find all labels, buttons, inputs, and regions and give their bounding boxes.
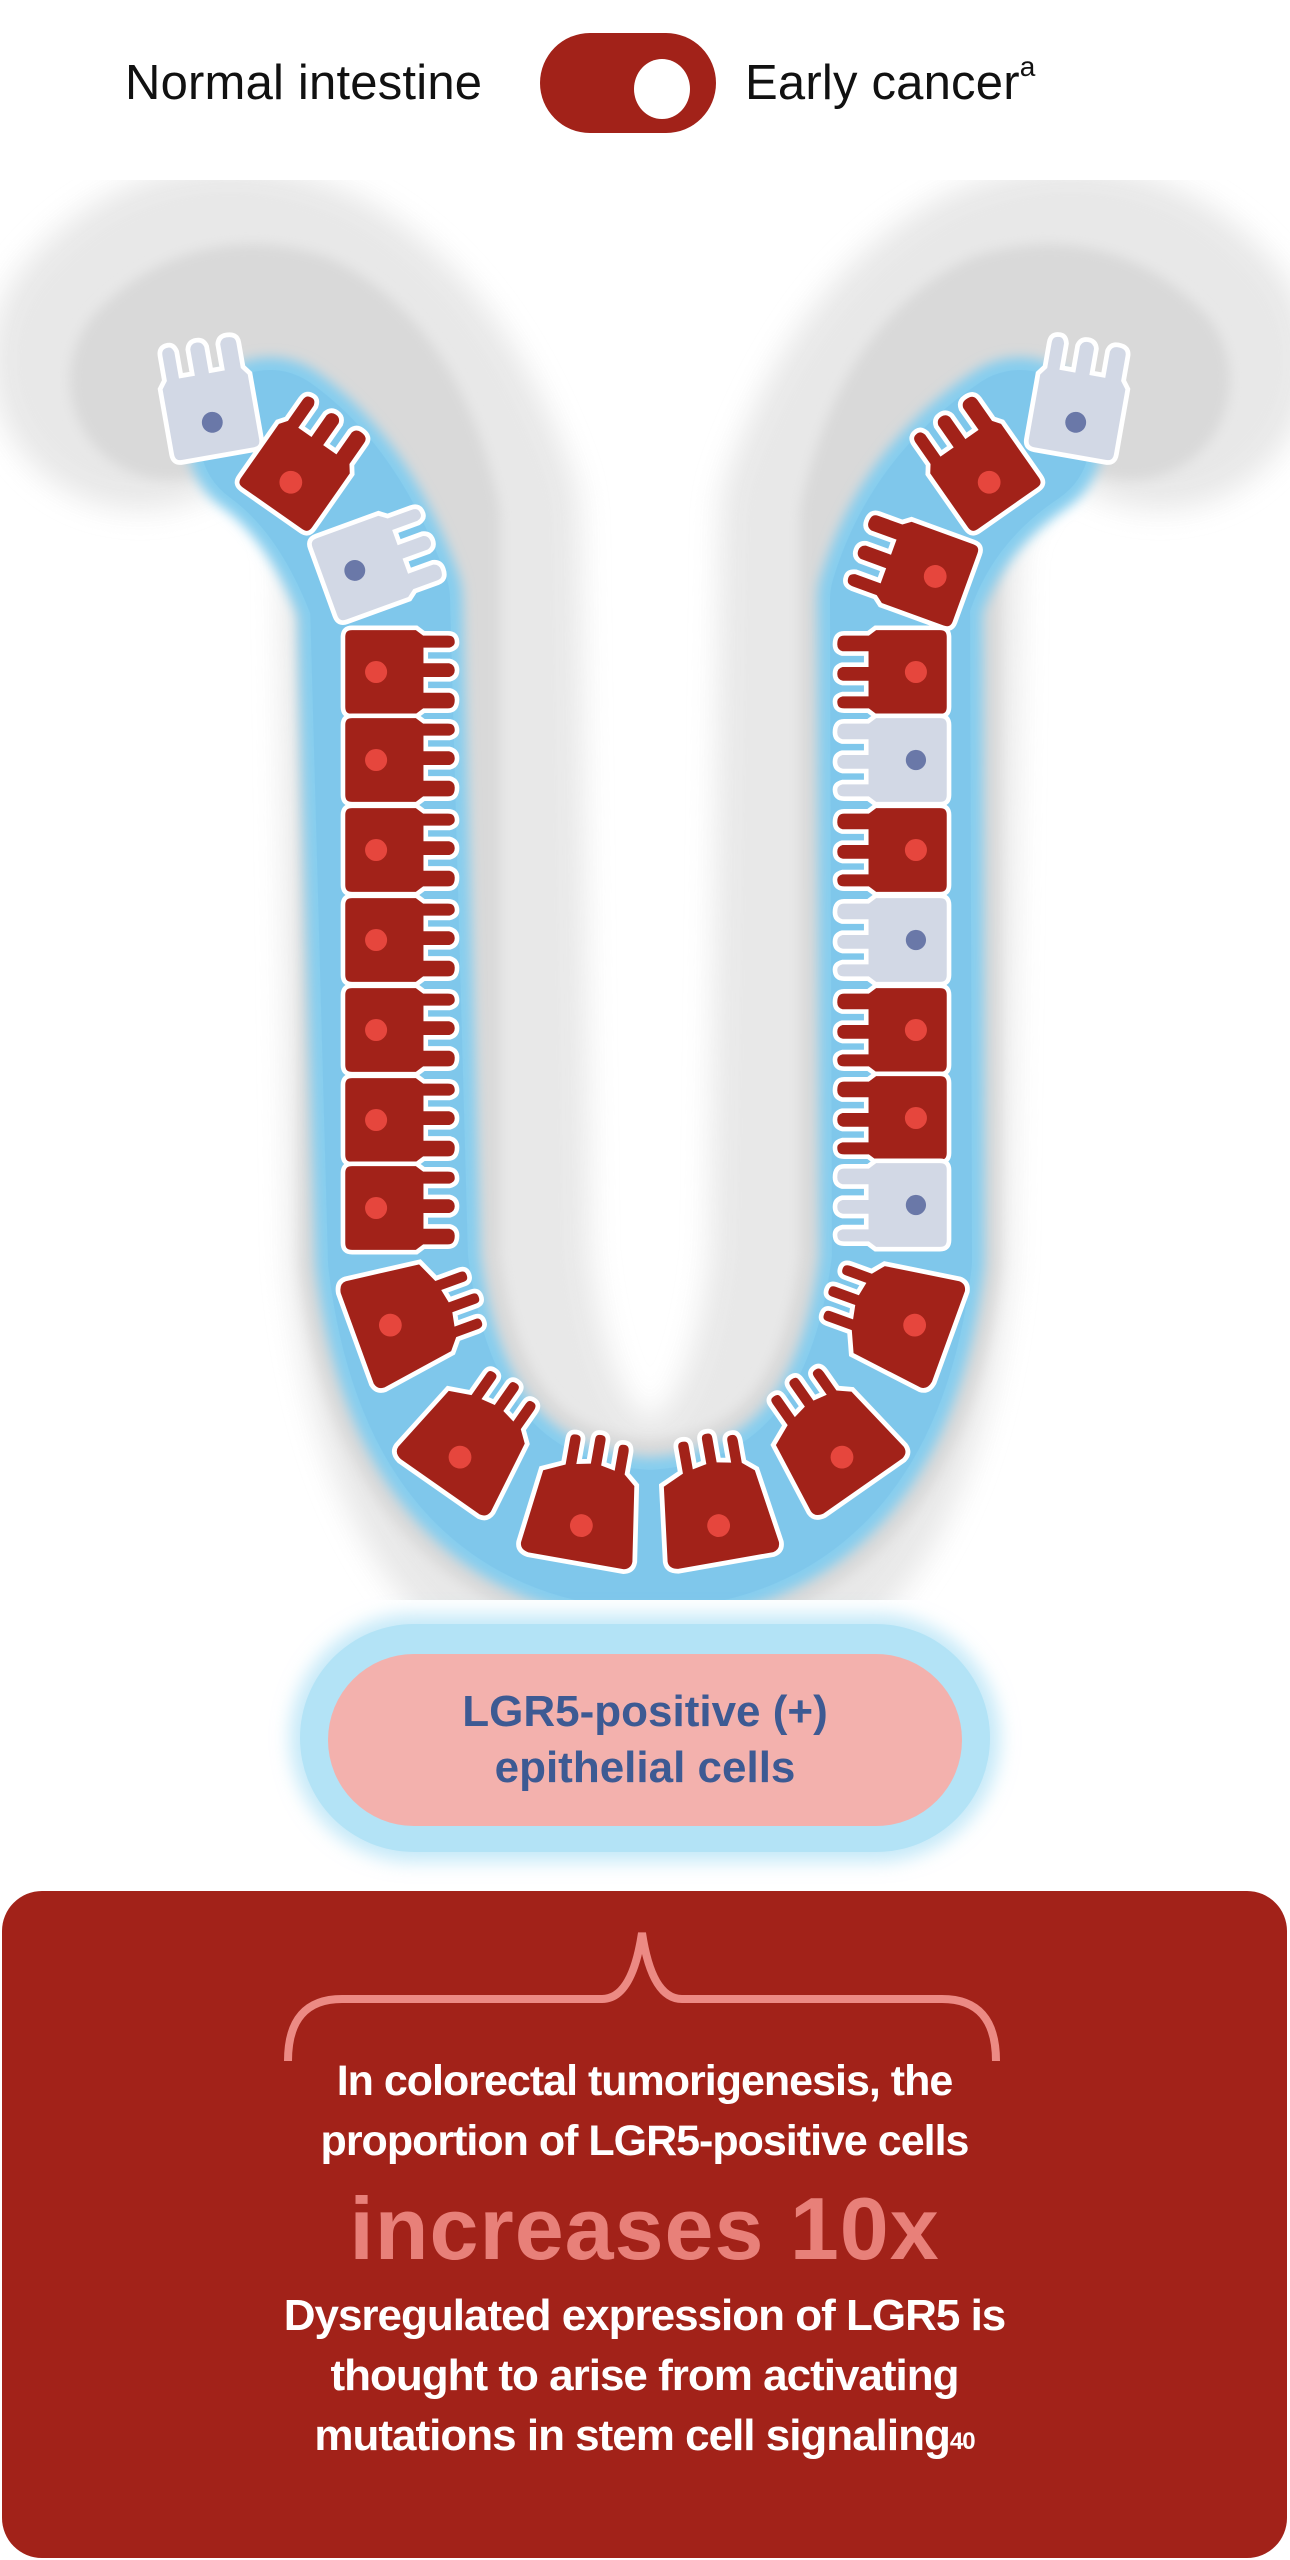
- curly-brace-icon: [284, 1932, 1000, 2061]
- lgr5-label-line-2: epithelial cells: [494, 1743, 796, 1792]
- cell-right-column-4: [835, 896, 949, 984]
- body-line-3-text: mutations in stem cell signaling: [314, 2411, 950, 2460]
- cell-right-column-5: [835, 986, 949, 1074]
- cell-left-column-5: [343, 986, 457, 1074]
- body-line-2: thought to arise from activating: [330, 2351, 959, 2400]
- cell-right-column-3: [835, 806, 949, 894]
- cell-left-column-3: [343, 806, 457, 894]
- cell-left-column-6: [343, 1076, 457, 1164]
- cell-left-column-1: [343, 628, 457, 716]
- toggle-row: Normal intestine Early cancera: [0, 33, 1290, 133]
- lgr5-label-line-1: LGR5-positive (+): [462, 1687, 828, 1736]
- dysregulation-explanation: Dysregulated expression of LGR5 is thoug…: [2, 2286, 1287, 2466]
- early-cancer-label[interactable]: Early cancera: [745, 51, 1036, 111]
- cell-left-column-4: [343, 896, 457, 984]
- cell-left-column-7: [343, 1164, 457, 1252]
- normal-vs-early-cancer-toggle[interactable]: [540, 33, 716, 133]
- cell-left-column-2: [343, 716, 457, 804]
- reference-40: 40: [949, 2428, 976, 2455]
- early-cancer-footnote-marker: a: [1019, 51, 1036, 82]
- tumorigenesis-intro: In colorectal tumorigenesis, the proport…: [2, 2051, 1287, 2171]
- normal-intestine-label[interactable]: Normal intestine: [125, 56, 483, 110]
- info-card: In colorectal tumorigenesis, the proport…: [2, 1891, 1287, 2558]
- intro-line-1: In colorectal tumorigenesis, the: [336, 2057, 954, 2105]
- toggle-knob[interactable]: [634, 59, 690, 119]
- lgr5-label-glow: LGR5-positive (+) epithelial cells: [300, 1624, 990, 1852]
- cell-right-column-7: [835, 1161, 949, 1249]
- intro-line-2: proportion of LGR5-positive cells: [320, 2117, 970, 2165]
- lgr5-positive-cells-label: LGR5-positive (+) epithelial cells: [328, 1654, 962, 1826]
- body-line-3: mutations in stem cell signaling40: [2, 2406, 1287, 2466]
- early-cancer-label-text: Early cancer: [745, 56, 1020, 110]
- increase-highlight: increases 10x: [349, 2179, 940, 2278]
- cell-right-column-6: [835, 1074, 949, 1162]
- cell-right-column-1: [835, 628, 949, 716]
- cell-right-column-2: [835, 716, 949, 804]
- intestinal-crypt-diagram: [0, 165, 1290, 1720]
- body-line-1: Dysregulated expression of LGR5 is: [283, 2291, 1007, 2340]
